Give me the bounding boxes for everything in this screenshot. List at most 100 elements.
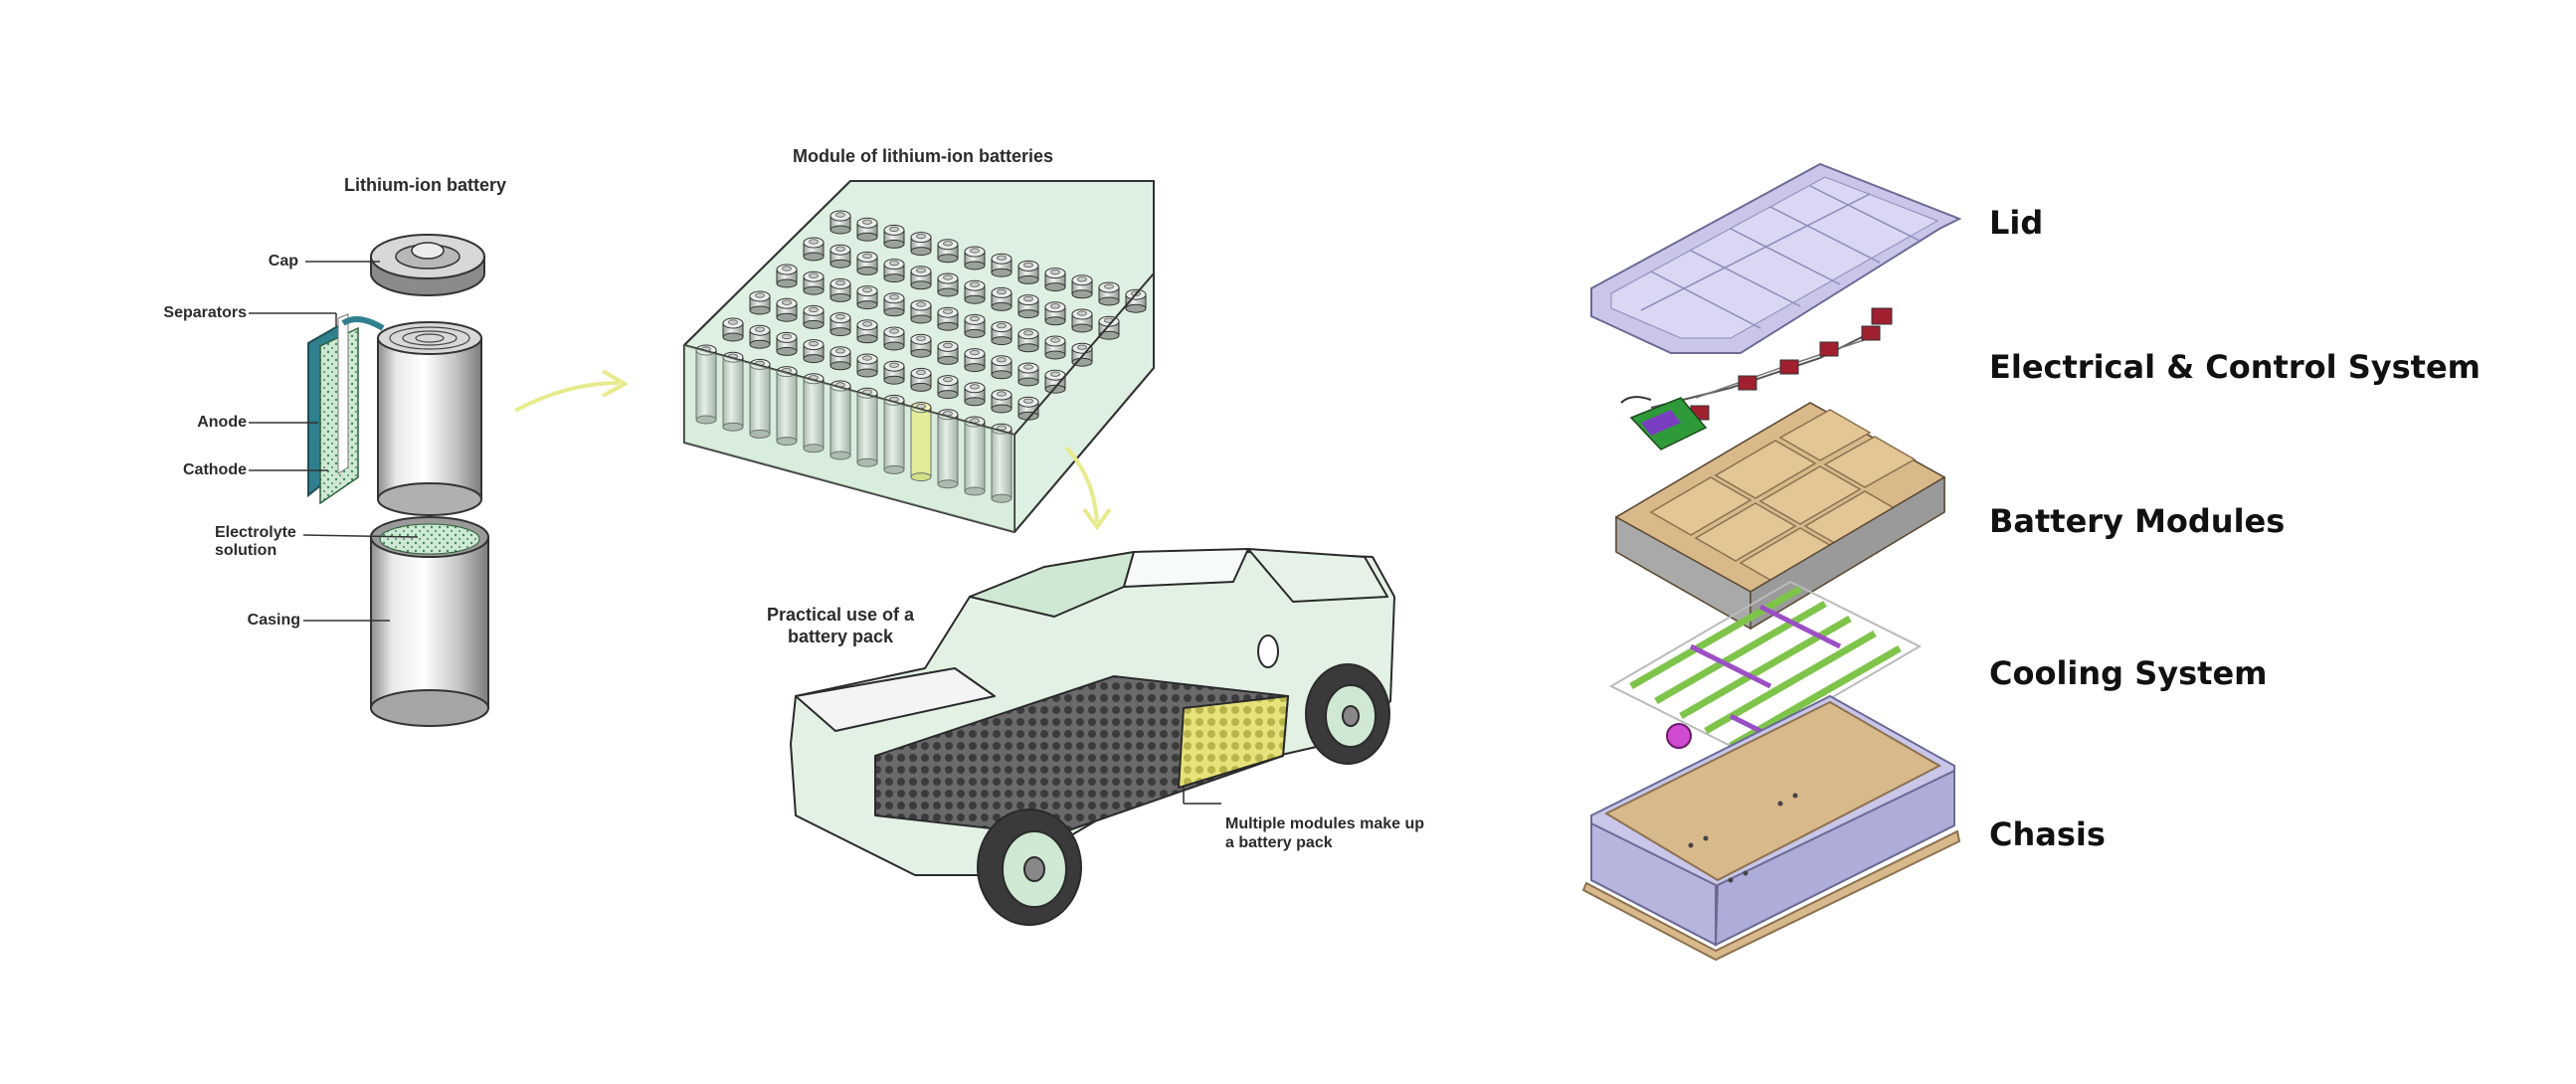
truck-label-line1: Practical use of a xyxy=(766,605,915,625)
arrow-to-module xyxy=(514,369,630,413)
module-cell xyxy=(937,239,959,264)
module-cell xyxy=(803,271,825,295)
jelly-roll xyxy=(341,316,482,516)
layer-label-modules: Battery Modules xyxy=(1989,502,2286,540)
layer-label-chassis: Chasis xyxy=(1989,815,2106,853)
module-cell xyxy=(964,416,986,496)
casing-shape xyxy=(370,516,489,727)
cells-grid xyxy=(695,210,1147,503)
module-cell xyxy=(803,237,825,262)
highlighted-cell xyxy=(910,402,932,482)
truck-label-line2: battery pack xyxy=(787,627,894,646)
module-cell xyxy=(991,253,1012,277)
module-cell xyxy=(1098,281,1120,306)
module-cell xyxy=(722,317,744,342)
layer-label-electrical: Electrical & Control System xyxy=(1989,348,2481,386)
module-cell xyxy=(964,313,986,338)
module-cell xyxy=(1017,260,1039,284)
module-cell xyxy=(883,224,905,249)
pickup-truck xyxy=(790,548,1395,926)
module-cell xyxy=(991,286,1012,311)
module-cell xyxy=(829,380,851,460)
module-cell xyxy=(856,251,878,275)
module-cell xyxy=(991,423,1012,503)
module-cell xyxy=(829,312,851,337)
lid-layer xyxy=(1590,162,1962,354)
module-cell xyxy=(991,389,1012,414)
module-cell xyxy=(883,360,905,385)
module-cell xyxy=(1017,328,1039,353)
cooling-layer xyxy=(1608,580,1923,754)
module-cell xyxy=(1044,301,1066,326)
cell-title: Lithium-ion battery xyxy=(344,175,506,195)
module-cell xyxy=(910,232,932,257)
module-cell xyxy=(937,375,959,400)
module-cell xyxy=(829,277,851,302)
module-cell xyxy=(937,272,959,297)
module-cell xyxy=(883,394,905,474)
module-cell xyxy=(937,409,959,489)
modules-label-line2: a battery pack xyxy=(1225,834,1333,851)
battery-modules-layer xyxy=(1614,402,1946,631)
module-cell xyxy=(937,306,959,331)
electrical-layer xyxy=(1620,307,1893,451)
module-cell xyxy=(749,324,771,349)
module-cell xyxy=(910,367,932,392)
module-cell xyxy=(883,259,905,283)
module-cell xyxy=(829,244,851,269)
label-electrolyte-line2: solution xyxy=(215,542,277,559)
module-cell xyxy=(776,297,798,322)
label-electrolyte-line1: Electrolyte xyxy=(215,524,296,541)
module-cell xyxy=(829,210,851,235)
module-cell xyxy=(964,382,986,407)
module-cell xyxy=(937,340,959,365)
module-cell xyxy=(803,304,825,329)
label-separators: Separators xyxy=(163,304,247,321)
label-cathode: Cathode xyxy=(183,461,247,478)
module-cell xyxy=(1071,308,1093,333)
module-cell xyxy=(856,285,878,310)
cell-leader-lines xyxy=(249,261,419,622)
module-cell xyxy=(910,333,932,358)
module-cell xyxy=(1017,294,1039,319)
module-cell xyxy=(883,326,905,351)
arrow-to-truck xyxy=(1064,446,1112,531)
module-cell xyxy=(829,346,851,371)
battery-module xyxy=(683,180,1155,534)
module-cell xyxy=(1098,315,1120,340)
layer-label-lid: Lid xyxy=(1989,204,2044,242)
module-cell xyxy=(749,290,771,315)
label-cap: Cap xyxy=(268,253,298,270)
module-cell xyxy=(964,246,986,271)
module-cell xyxy=(991,321,1012,346)
label-casing: Casing xyxy=(247,612,300,629)
module-cell xyxy=(803,339,825,364)
module-cell xyxy=(1044,369,1066,394)
module-cell xyxy=(1017,396,1039,421)
module-cell xyxy=(856,217,878,242)
chassis-layer xyxy=(1581,694,1961,962)
module-cell xyxy=(1044,268,1066,292)
module-cell xyxy=(910,266,932,290)
module-cell xyxy=(1071,342,1093,367)
module-cell xyxy=(883,292,905,317)
module-cell xyxy=(1071,274,1093,299)
cap-shape xyxy=(370,234,485,296)
module-cell xyxy=(1044,335,1066,360)
module-cell xyxy=(856,319,878,344)
module-cell xyxy=(722,351,744,432)
layer-label-cooling: Cooling System xyxy=(1989,654,2268,692)
module-cell xyxy=(776,264,798,288)
modules-label-line1: Multiple modules make up xyxy=(1225,815,1425,832)
module-cell xyxy=(964,348,986,373)
module-title: Module of lithium-ion batteries xyxy=(793,146,1053,166)
module-cell xyxy=(910,299,932,324)
module-cell xyxy=(991,355,1012,380)
module-cell xyxy=(776,331,798,356)
module-cell xyxy=(964,279,986,304)
module-cell xyxy=(856,353,878,378)
module-cell xyxy=(1017,362,1039,387)
lithium-ion-cell xyxy=(249,234,489,727)
